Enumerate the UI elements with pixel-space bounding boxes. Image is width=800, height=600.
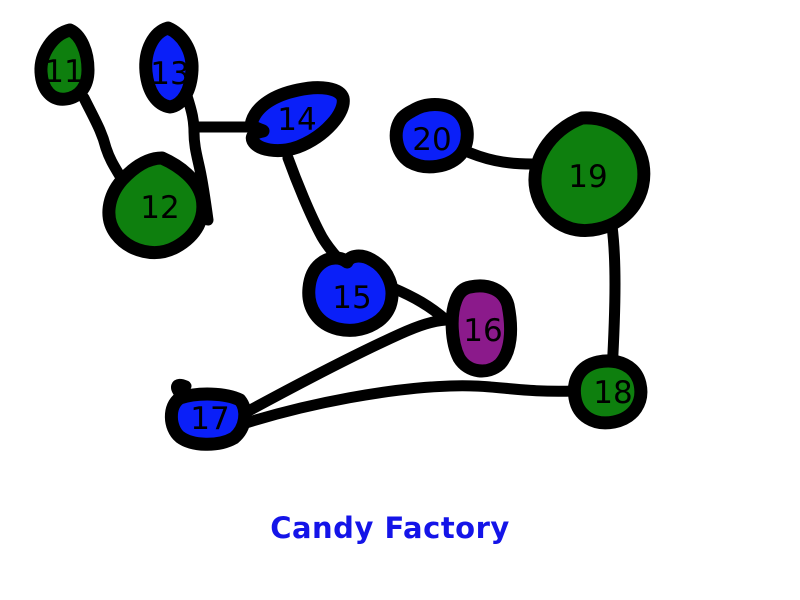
node-label-19: 19 xyxy=(568,159,607,195)
edge-11-12 xyxy=(78,92,126,182)
node-17 xyxy=(164,387,252,451)
node-label-20: 20 xyxy=(412,122,451,158)
node-label-14: 14 xyxy=(277,102,316,138)
node-12 xyxy=(102,151,210,260)
edge-17-18 xyxy=(240,380,580,429)
edge-17-16 xyxy=(237,314,452,420)
node-label-16: 16 xyxy=(463,313,502,349)
node-20 xyxy=(389,98,474,174)
node-13 xyxy=(139,21,199,114)
edge-20-19 xyxy=(455,143,538,170)
edge-14-15 xyxy=(282,152,348,269)
node-label-18: 18 xyxy=(593,375,632,411)
node-label-13: 13 xyxy=(150,56,189,92)
node-label-12: 12 xyxy=(140,190,179,226)
node-label-11: 11 xyxy=(44,54,83,90)
node-16 xyxy=(445,279,518,378)
node-18 xyxy=(567,354,648,430)
node-15 xyxy=(302,249,399,337)
node-14 xyxy=(245,81,350,158)
edge-19-18 xyxy=(606,220,621,378)
node-label-15: 15 xyxy=(332,280,371,316)
graph-title: Candy Factory xyxy=(270,511,510,545)
node-11 xyxy=(34,23,95,106)
node-label-17: 17 xyxy=(190,401,229,437)
node-19 xyxy=(528,111,651,237)
edge-15-16 xyxy=(387,282,452,326)
